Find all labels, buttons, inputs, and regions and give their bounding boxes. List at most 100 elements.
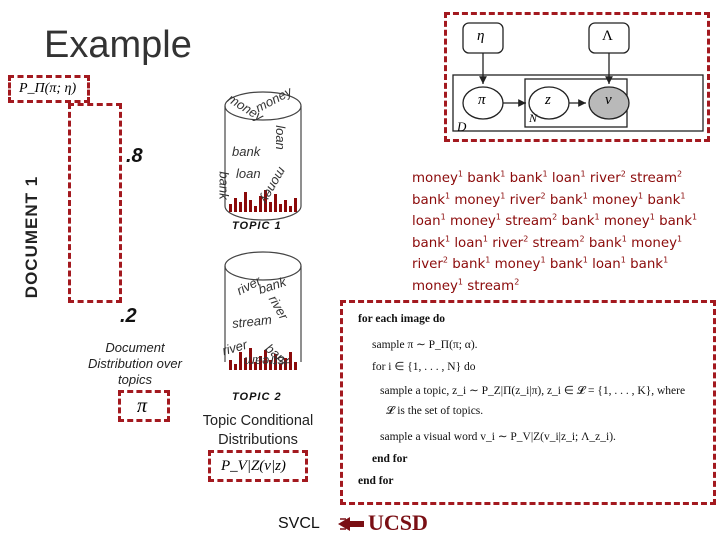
stream-word: bank1 — [659, 212, 698, 230]
document-bar — [68, 103, 122, 303]
histogram-bar — [244, 192, 247, 212]
histogram-bar — [284, 200, 287, 212]
stream-word: bank1 — [549, 255, 588, 273]
stream-word: stream2 — [532, 234, 585, 251]
tcd-caption: Topic Conditional Distributions — [188, 412, 328, 450]
histogram-bar — [294, 362, 297, 370]
pi-box: π — [118, 390, 170, 422]
stream-word: stream2 — [505, 212, 558, 230]
stream-word-topic: 1 — [620, 255, 626, 265]
histogram-bar — [254, 362, 257, 370]
algo-line: 𝓛 is the set of topics. — [386, 405, 484, 417]
stream-word: money1 — [631, 234, 683, 251]
histogram-bar — [264, 350, 267, 370]
topic1-word: loan — [272, 125, 288, 150]
plate-n-label: N — [529, 111, 538, 125]
algo-line: end for — [372, 453, 408, 465]
stream-word-topic: 1 — [594, 212, 600, 222]
stream-word-topic: 1 — [500, 170, 506, 179]
stream-word-topic: 1 — [457, 277, 463, 287]
histogram-bar — [264, 190, 267, 212]
stream-word-topic: 1 — [485, 255, 491, 265]
histogram-bar — [249, 200, 252, 212]
algo-line: for i ∈ {1, . . . , N} do — [372, 361, 476, 373]
histogram-bar — [294, 198, 297, 212]
footer-school: UCSD — [368, 510, 428, 535]
stream-word-topic: 1 — [638, 191, 644, 201]
histogram-bar — [229, 204, 232, 212]
stream-word: money1 — [454, 191, 506, 208]
topic2-weight: .2 — [120, 305, 137, 327]
topic2-label: TOPIC 2 — [232, 391, 282, 403]
histogram-bar — [279, 204, 282, 212]
histogram-bar — [239, 202, 242, 212]
doc-caption-line3: topics — [118, 372, 152, 387]
pvz-formula-box: P_V|Z(v|z) — [208, 450, 308, 482]
topic1-word: loan — [236, 166, 261, 181]
stream-word-topic: 1 — [692, 212, 698, 222]
v-label: v — [605, 92, 612, 108]
stream-word-topic: 2 — [514, 277, 520, 287]
stream-word-topic: 2 — [677, 170, 683, 179]
histogram-bar — [234, 364, 237, 370]
histogram-bar — [284, 358, 287, 370]
graphical-model — [452, 22, 704, 132]
stream-word-topic: 2 — [540, 191, 546, 201]
topic1-cylinder — [224, 91, 302, 221]
stream-word-topic: 1 — [580, 170, 586, 179]
histogram-bar — [259, 196, 262, 212]
pi-label: π — [478, 92, 486, 108]
stream-word: loan1 — [592, 255, 626, 273]
stream-word-topic: 1 — [649, 212, 655, 222]
stream-word: bank1 — [630, 255, 669, 273]
stream-word: bank1 — [549, 191, 588, 208]
stream-word: river2 — [492, 234, 529, 251]
topic-cylinders — [224, 91, 302, 370]
stream-word: money1 — [412, 277, 463, 294]
stream-word-topic: 1 — [582, 191, 588, 201]
stream-word-topic: 2 — [620, 170, 626, 179]
histogram-bar — [269, 360, 272, 370]
histogram-bar — [279, 364, 282, 370]
doc-caption-line2: Distribution over — [88, 356, 182, 371]
pvz-formula: P_V|Z(v|z) — [221, 458, 286, 474]
stream-word-topic: 1 — [542, 170, 548, 179]
topic1-word: bank — [216, 171, 232, 200]
pi-symbol: π — [137, 395, 148, 417]
algo-line: sample a topic, z_i ∼ P_Z|Π(z_i|π), z_i … — [380, 385, 686, 397]
topic1-word: bank — [232, 144, 261, 159]
algorithm: for each image do sample π ∼ P_Π(π; α). … — [350, 305, 720, 505]
stream-word: money1 — [603, 212, 655, 230]
stream-word-topic: 1 — [540, 255, 546, 265]
stream-word: bank1 — [467, 170, 506, 187]
stream-word-topic: 1 — [482, 234, 489, 244]
stream-word: bank1 — [588, 234, 627, 251]
stream-word-topic: 1 — [500, 191, 506, 201]
histogram-bar — [234, 198, 237, 212]
stream-word: river2 — [509, 191, 546, 208]
histogram-bar — [244, 358, 247, 370]
stream-word-topic: 2 — [579, 234, 585, 244]
topic2-word: stream — [244, 354, 284, 369]
stream-word: loan1 — [412, 212, 446, 230]
stream-word: bank1 — [412, 191, 451, 208]
histogram-bar — [239, 352, 242, 370]
stream-word: bank1 — [561, 212, 600, 230]
stream-word-topic: 1 — [495, 212, 501, 222]
stream-word: stream2 — [467, 277, 520, 294]
stream-word: loan1 — [551, 170, 586, 187]
stream-word-topic: 2 — [523, 234, 529, 244]
ucsd-logo-icon — [338, 517, 364, 531]
stream-word: money1 — [412, 170, 463, 187]
histogram-bar — [229, 360, 232, 370]
footer-lab: SVCL — [278, 515, 320, 532]
slide-title: Example — [44, 24, 192, 66]
stream-word-topic: 1 — [444, 191, 451, 201]
doc-caption: Document Distribution over topics — [80, 340, 190, 388]
stream-word: river2 — [589, 170, 626, 187]
histogram-bar — [289, 352, 292, 370]
histogram-bar — [274, 354, 277, 370]
word-stream: money1 bank1 bank1 loan1 river2 stream2 … — [412, 166, 712, 295]
stream-word-topic: 1 — [444, 234, 451, 244]
stream-word: bank1 — [412, 234, 451, 251]
